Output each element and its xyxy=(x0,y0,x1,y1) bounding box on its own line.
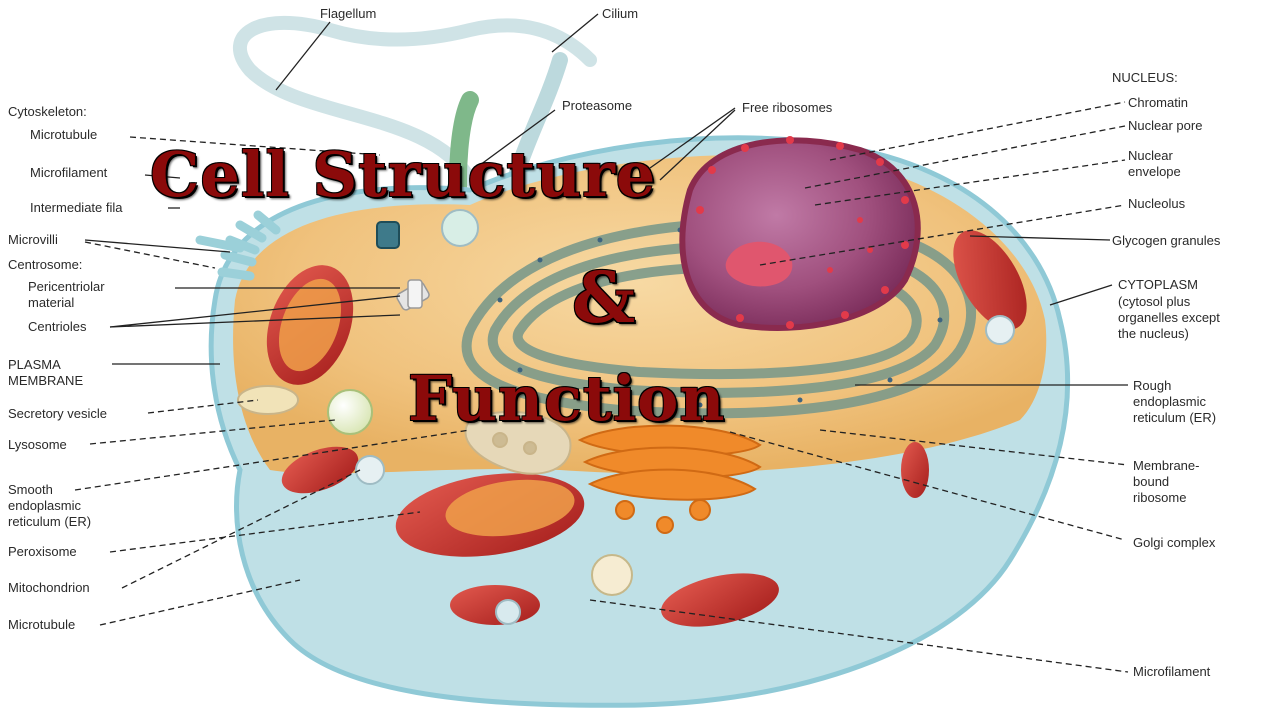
label-nuclear-pore: Nuclear pore xyxy=(1128,118,1202,134)
label-smooth-er: Smooth endoplasmic reticulum (ER) xyxy=(8,482,91,530)
label-chromatin: Chromatin xyxy=(1128,95,1188,111)
label-microtubule-bottom: Microtubule xyxy=(8,617,75,633)
nucleus-shape xyxy=(682,140,917,328)
label-centrosome: Centrosome: xyxy=(8,257,82,273)
label-nucleus-header: NUCLEUS: xyxy=(1112,70,1178,86)
title-line-3: Function xyxy=(408,362,725,435)
label-proteasome: Proteasome xyxy=(562,98,632,114)
label-mitochondrion: Mitochondrion xyxy=(8,580,90,596)
label-nuclear-envelope: Nuclear envelope xyxy=(1128,148,1181,180)
label-plasma-membrane: PLASMA MEMBRANE xyxy=(8,357,83,389)
label-centrioles: Centrioles xyxy=(28,319,87,335)
label-glycogen: Glycogen granules xyxy=(1112,233,1220,249)
label-pericentriolar: Pericentriolar material xyxy=(28,279,105,311)
label-microvilli: Microvilli xyxy=(8,232,58,248)
label-peroxisome: Peroxisome xyxy=(8,544,77,560)
label-lysosome: Lysosome xyxy=(8,437,67,453)
label-membrane-ribosome: Membrane- bound ribosome xyxy=(1133,458,1199,506)
label-golgi: Golgi complex xyxy=(1133,535,1215,551)
label-cytoskeleton: Cytoskeleton: xyxy=(8,104,87,120)
label-microtubule-top: Microtubule xyxy=(30,127,97,143)
label-cilium: Cilium xyxy=(602,6,638,22)
proteasome-shape xyxy=(377,222,399,248)
label-rough-er: Rough endoplasmic reticulum (ER) xyxy=(1133,378,1216,426)
label-secretory-vesicle: Secretory vesicle xyxy=(8,406,107,422)
label-cytoplasm-note: (cytosol plus organelles except the nucl… xyxy=(1118,294,1220,342)
label-microfilament-right: Microfilament xyxy=(1133,664,1210,680)
title-ampersand: & xyxy=(572,256,636,339)
label-nucleolus: Nucleolus xyxy=(1128,196,1185,212)
label-cytoplasm: CYTOPLASM xyxy=(1118,277,1198,293)
label-flagellum: Flagellum xyxy=(320,6,376,22)
label-free-ribosomes: Free ribosomes xyxy=(742,100,832,116)
label-microfilament-left: Microfilament xyxy=(30,165,107,181)
title-line-1: Cell Structure xyxy=(150,138,656,211)
label-intermediate: Intermediate fila xyxy=(30,200,123,216)
